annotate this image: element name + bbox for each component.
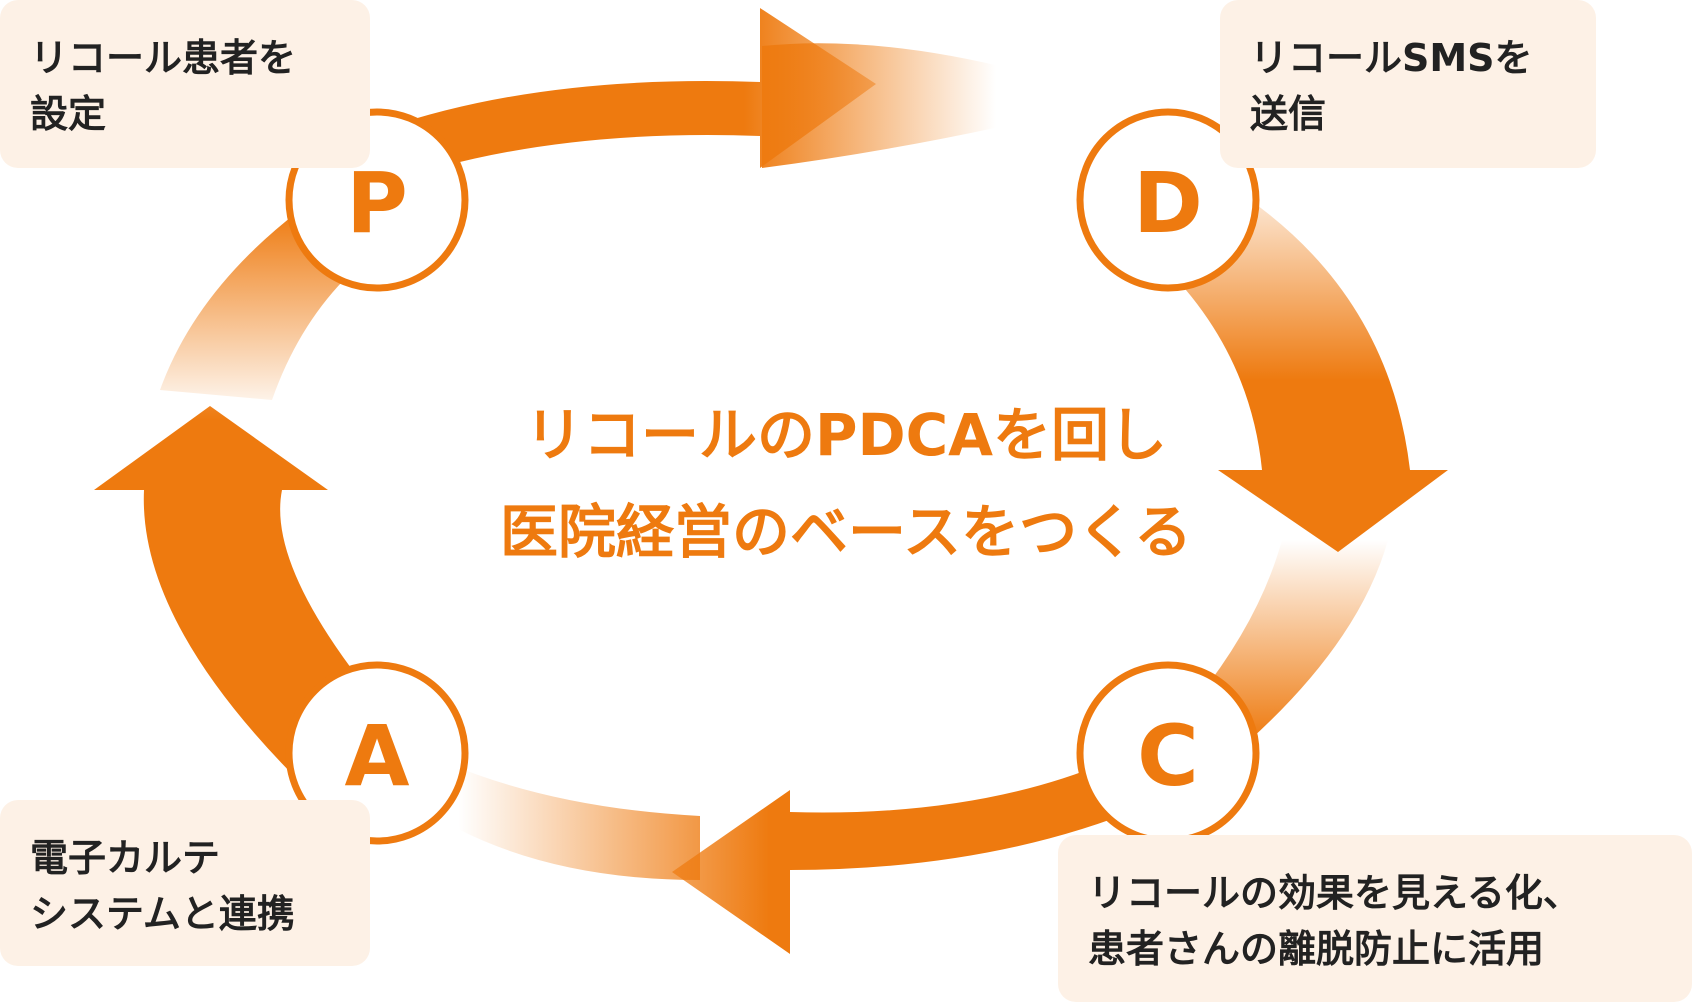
plan-description-box: リコール患者を 設定 (0, 0, 370, 168)
center-title-line1: リコールのPDCAを回し (524, 401, 1168, 469)
act-description-line1: 電子カルテ (30, 836, 221, 880)
check-description-line1: リコールの効果を見える化、 (1088, 871, 1581, 915)
stage-do-circle: D (1076, 108, 1260, 292)
center-title-line2: 医院経営のベースをつくる (500, 498, 1192, 566)
arc-do-to-check (1196, 540, 1388, 740)
arc-check-to-act (440, 760, 700, 880)
stage-do-letter: D (1133, 154, 1203, 252)
stage-plan-letter: P (346, 154, 408, 252)
check-description-line2: 患者さんの離脱防止に活用 (1088, 927, 1545, 971)
stage-check-letter: C (1137, 707, 1199, 805)
stage-act-letter: A (344, 707, 409, 805)
arrow-do-to-check (1160, 200, 1448, 552)
stage-act-circle: A (285, 661, 469, 845)
do-description-line1: リコールSMSを (1250, 36, 1533, 80)
check-description-box: リコールの効果を見える化、 患者さんの離脱防止に活用 (1058, 835, 1692, 1002)
arrow-act-to-plan (94, 406, 360, 782)
plan-description-line2: 設定 (30, 92, 107, 136)
do-description-box: リコールSMSを 送信 (1220, 0, 1596, 168)
stage-plan-circle: P (285, 108, 469, 292)
act-description-box: 電子カルテ システムと連携 (0, 800, 370, 966)
stage-check-circle: C (1076, 661, 1260, 845)
act-description-line2: システムと連携 (30, 892, 295, 936)
arrow-plan-to-do (380, 8, 876, 186)
do-description-line2: 送信 (1250, 92, 1327, 136)
arrow-check-to-act (672, 752, 1160, 954)
plan-description-line1: リコール患者を (30, 36, 297, 80)
